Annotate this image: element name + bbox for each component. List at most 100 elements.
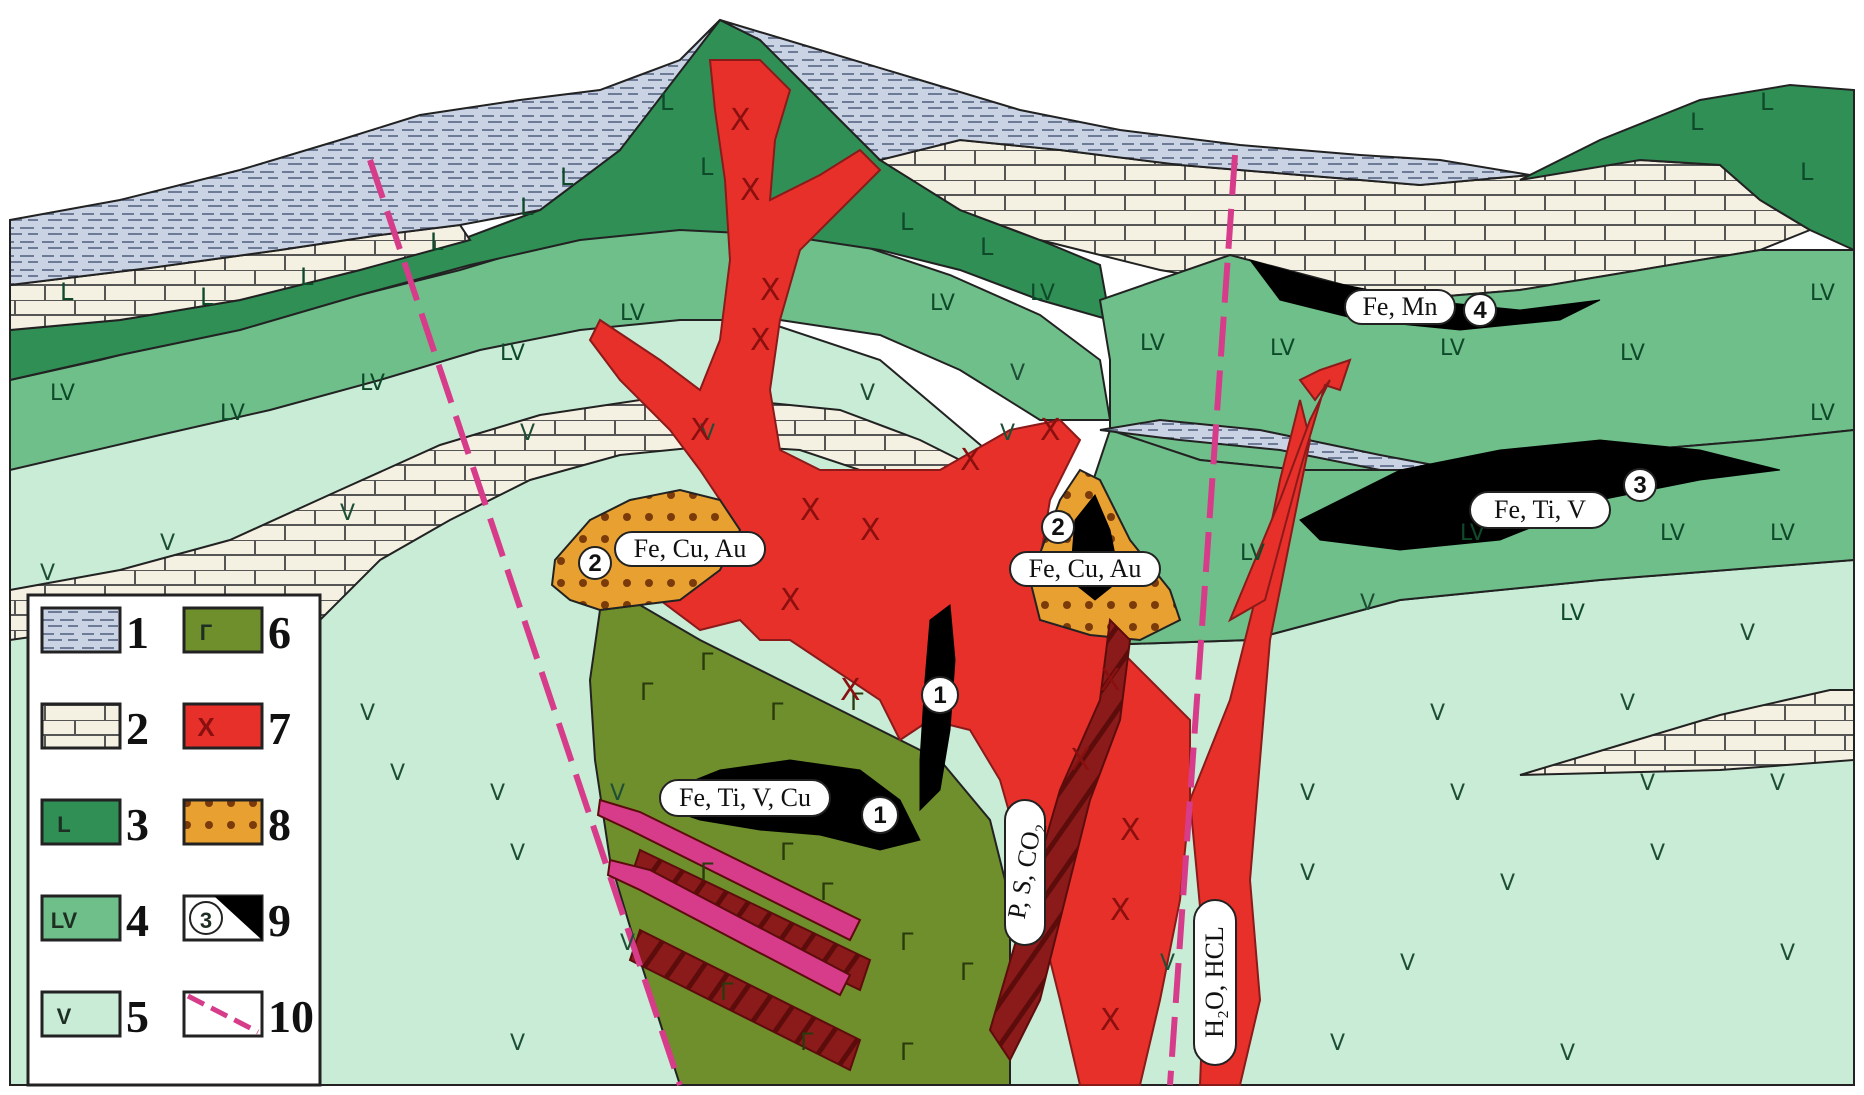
rock-symbol-volcanic: V — [610, 781, 625, 806]
svg-text:Fe, Mn: Fe, Mn — [1362, 292, 1437, 321]
rock-symbol-volcanic: V — [390, 761, 405, 786]
rock-symbol-volcanic: V — [340, 501, 355, 526]
rock-symbol-lava: LV — [1440, 336, 1465, 361]
rock-symbol-volcanic: V — [1430, 701, 1445, 726]
rock-symbol-volcanic: V — [520, 421, 535, 446]
rock-symbol-lava: LV — [1140, 331, 1165, 356]
legend-number: 2 — [126, 703, 149, 754]
legend-swatch — [184, 608, 262, 652]
rock-symbol-basalt: L — [900, 208, 914, 236]
rock-symbol-volcanic: V — [860, 381, 875, 406]
rock-symbol-basalt: L — [980, 233, 994, 261]
svg-text:1: 1 — [873, 802, 886, 829]
rock-symbol-basalt: L — [200, 283, 214, 311]
svg-text:Fe, Ti, V: Fe, Ti, V — [1494, 495, 1586, 524]
ore-label-4: Fe, Mn 4 — [1345, 290, 1496, 326]
ore-label-1-vertical: 1 — [922, 677, 958, 713]
rock-symbol-gabbro: Г — [900, 1038, 915, 1066]
rock-symbol-basalt: L — [1690, 108, 1704, 136]
rock-symbol-granite: X — [1070, 743, 1091, 778]
svg-text:Fe, Cu, Au: Fe, Cu, Au — [634, 534, 747, 563]
rock-symbol-basalt: L — [60, 278, 74, 306]
svg-text:4: 4 — [1473, 297, 1487, 324]
legend-swatch — [184, 704, 262, 748]
legend-number: 4 — [126, 895, 149, 946]
svg-text:Fe, Cu, Au: Fe, Cu, Au — [1029, 554, 1142, 583]
rock-symbol-volcanic: V — [1300, 781, 1315, 806]
legend-swatch — [184, 800, 262, 844]
rock-symbol-lava: LV — [1270, 336, 1295, 361]
rock-symbol-lava: LV — [500, 341, 525, 366]
rock-symbol-volcanic: V — [1330, 1031, 1345, 1056]
rock-symbol-lava: LV — [220, 401, 245, 426]
svg-text:2: 2 — [1051, 514, 1064, 541]
rock-symbol-granite: X — [840, 673, 861, 708]
rock-symbol-lava: LV — [1240, 541, 1265, 566]
rock-symbol-granite: X — [690, 413, 711, 448]
rock-symbol-lava: LV — [1810, 401, 1835, 426]
legend-number: 1 — [126, 607, 149, 658]
rock-symbol-basalt: L — [1760, 88, 1774, 116]
fluid-label-left: P, S, CO₂ — [1002, 800, 1047, 945]
rock-symbol-gabbro: Г — [700, 858, 715, 886]
rock-symbol-volcanic: V — [1650, 841, 1665, 866]
legend-number: 6 — [268, 607, 291, 658]
rock-symbol-volcanic: V — [1740, 621, 1755, 646]
rock-symbol-volcanic: V — [160, 531, 175, 556]
rock-symbol-basalt: L — [430, 228, 444, 256]
rock-symbol-basalt: L — [300, 263, 314, 291]
rock-symbol-granite: X — [960, 443, 981, 478]
legend-item-2: 2 — [42, 703, 149, 754]
legend-symbol: 3 — [200, 908, 212, 933]
svg-text:2: 2 — [588, 550, 601, 577]
rock-symbol-lava: LV — [50, 381, 75, 406]
rock-symbol-volcanic: V — [1360, 591, 1375, 616]
svg-text:H₂O, HCL: H₂O, HCL — [1200, 926, 1229, 1038]
legend-number: 3 — [126, 799, 149, 850]
rock-symbol-basalt: L — [1800, 158, 1814, 186]
legend-symbol: Г — [200, 620, 213, 645]
legend-item-1: 1 — [42, 607, 149, 658]
rock-symbol-lava: LV — [930, 291, 955, 316]
rock-symbol-volcanic: V — [1400, 951, 1415, 976]
rock-symbol-volcanic: V — [1000, 421, 1015, 446]
legend-item-10: 10 — [184, 991, 314, 1042]
svg-text:Fe, Ti, V, Cu: Fe, Ti, V, Cu — [679, 783, 811, 812]
rock-symbol-volcanic: V — [620, 931, 635, 956]
rock-symbol-lava: LV — [620, 301, 645, 326]
svg-text:1: 1 — [933, 682, 946, 709]
rock-symbol-gabbro: Г — [820, 878, 835, 906]
rock-symbol-granite: X — [1100, 1003, 1121, 1038]
rock-symbol-volcanic: V — [1010, 361, 1025, 386]
rock-symbol-granite: X — [1120, 813, 1141, 848]
rock-symbol-granite: X — [730, 103, 751, 138]
rock-symbol-basalt: L — [700, 153, 714, 181]
rock-symbol-volcanic: V — [1160, 951, 1175, 976]
legend-number: 10 — [268, 991, 314, 1042]
rock-symbol-basalt: L — [560, 163, 574, 191]
legend-item-4: LV 4 — [42, 895, 149, 946]
rock-symbol-granite: X — [800, 493, 821, 528]
rock-symbol-gabbro: Г — [720, 978, 735, 1006]
rock-symbol-basalt: L — [520, 193, 534, 221]
rock-symbol-granite: X — [760, 273, 781, 308]
legend-symbol: LV — [51, 908, 78, 933]
rock-symbol-volcanic: V — [490, 781, 505, 806]
rock-symbol-granite: X — [860, 513, 881, 548]
rock-symbol-lava: LV — [1560, 601, 1585, 626]
rock-symbol-volcanic: V — [1780, 941, 1795, 966]
rock-symbol-granite: X — [750, 323, 771, 358]
rock-symbol-granite: X — [1040, 413, 1061, 448]
legend-symbol: L — [57, 812, 70, 837]
legend-number: 8 — [268, 799, 291, 850]
rock-symbol-lava: LV — [1620, 341, 1645, 366]
rock-symbol-volcanic: V — [510, 841, 525, 866]
rock-symbol-volcanic: V — [1450, 781, 1465, 806]
